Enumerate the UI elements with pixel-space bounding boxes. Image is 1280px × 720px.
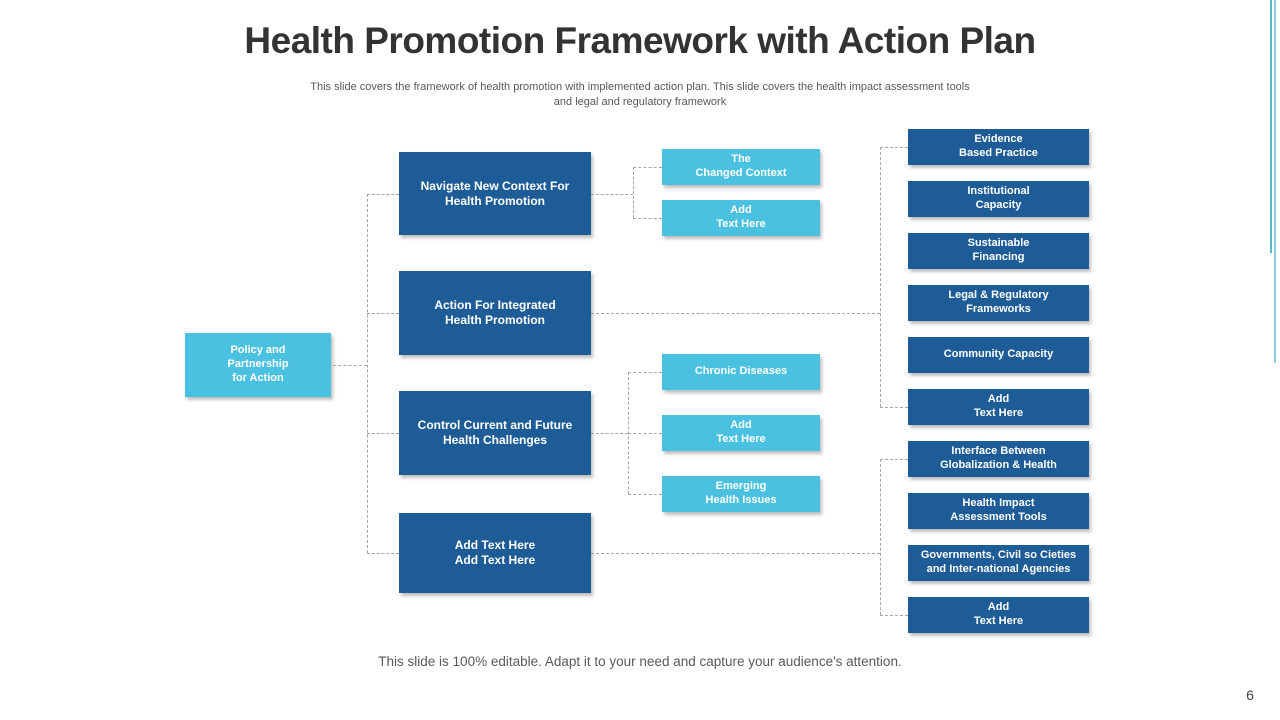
node-label: Chronic Diseases xyxy=(694,365,788,378)
node-control-current-future: Control Current and Future Health Challe… xyxy=(399,391,591,475)
node-interface-globalization-health: Interface Between Globalization & Health xyxy=(908,441,1089,477)
right-edge-accent-line xyxy=(1270,0,1272,253)
connector-stub xyxy=(880,407,908,408)
node-add-text-here: Add Text Here xyxy=(908,389,1089,425)
connector-stub xyxy=(628,372,662,373)
node-chronic-diseases: Chronic Diseases xyxy=(662,354,820,390)
node-add-text-here-main: Add Text Here Add Text Here xyxy=(399,513,591,593)
slide-subtitle: This slide covers the framework of healt… xyxy=(310,81,970,108)
right-edge-accent-line-light xyxy=(1274,0,1276,363)
node-label: Add Text Here xyxy=(973,601,1024,627)
node-institutional-capacity: Institutional Capacity xyxy=(908,181,1089,217)
node-label: Health Impact Assessment Tools xyxy=(950,497,1047,523)
connector-left-spine xyxy=(367,194,368,553)
node-navigate-new-context: Navigate New Context For Health Promotio… xyxy=(399,152,591,235)
node-add-text-here: Add Text Here xyxy=(908,597,1089,633)
node-label: Navigate New Context For Health Promotio… xyxy=(420,178,570,208)
connector-root xyxy=(333,365,367,366)
connector-stub xyxy=(367,313,399,314)
connector-stub xyxy=(367,553,399,554)
connector-stub xyxy=(633,218,662,219)
connector-long-top xyxy=(591,313,880,314)
node-label: Governments, Civil so Cieties and Inter-… xyxy=(920,549,1077,575)
node-label: Evidence Based Practice xyxy=(959,133,1038,159)
node-evidence-based-practice: Evidence Based Practice xyxy=(908,129,1089,165)
node-community-capacity: Community Capacity xyxy=(908,337,1089,373)
node-label: Interface Between Globalization & Health xyxy=(940,445,1057,471)
connector-stub xyxy=(880,147,908,148)
node-label: Add Text Here xyxy=(716,419,766,445)
node-legal-regulatory-frameworks: Legal & Regulatory Frameworks xyxy=(908,285,1089,321)
node-label: The Changed Context xyxy=(695,153,787,179)
node-label: Legal & Regulatory Frameworks xyxy=(948,289,1049,315)
slide-title: Health Promotion Framework with Action P… xyxy=(244,20,1036,61)
connector-stub xyxy=(367,194,399,195)
node-label: Add Text Here Add Text Here xyxy=(454,538,536,567)
node-label: Sustainable Financing xyxy=(967,237,1030,263)
connector-stub xyxy=(628,494,662,495)
node-label: Institutional Capacity xyxy=(967,185,1030,211)
connector-stub xyxy=(633,167,662,168)
node-action-for-integrated: Action For Integrated Health Promotion xyxy=(399,271,591,355)
node-label: Policy and Partnership for Action xyxy=(227,344,289,384)
connector-stub xyxy=(367,433,399,434)
node-label: Add Text Here xyxy=(973,393,1024,419)
node-label: Control Current and Future Health Challe… xyxy=(417,418,573,447)
node-label: Add Text Here xyxy=(716,204,766,230)
connector-mid-spine-top xyxy=(633,167,634,218)
node-emerging-health-issues: Emerging Health Issues xyxy=(662,476,820,512)
node-the-changed-context: The Changed Context xyxy=(662,149,820,185)
node-policy-partnership-for-action: Policy and Partnership for Action xyxy=(185,333,331,397)
page-number: 6 xyxy=(1246,687,1254,703)
connector-long-bottom xyxy=(591,553,880,554)
node-health-impact-assessment-tools: Health Impact Assessment Tools xyxy=(908,493,1089,529)
connector-right-spine-1 xyxy=(880,147,881,407)
node-label: Emerging Health Issues xyxy=(705,480,777,506)
connector-stub xyxy=(880,459,908,460)
connector-stub xyxy=(591,194,633,195)
connector-stub xyxy=(591,433,628,434)
connector-stub xyxy=(880,615,908,616)
node-label: Community Capacity xyxy=(943,348,1054,361)
node-add-text-here: Add Text Here xyxy=(662,200,820,236)
node-label: Action For Integrated Health Promotion xyxy=(434,298,556,327)
connector-right-spine-2 xyxy=(880,459,881,615)
node-add-text-here: Add Text Here xyxy=(662,415,820,451)
editable-note: This slide is 100% editable. Adapt it to… xyxy=(378,654,902,669)
node-governments-civil-societies: Governments, Civil so Cieties and Inter-… xyxy=(908,545,1089,581)
connector-stub xyxy=(628,433,662,434)
node-sustainable-financing: Sustainable Financing xyxy=(908,233,1089,269)
